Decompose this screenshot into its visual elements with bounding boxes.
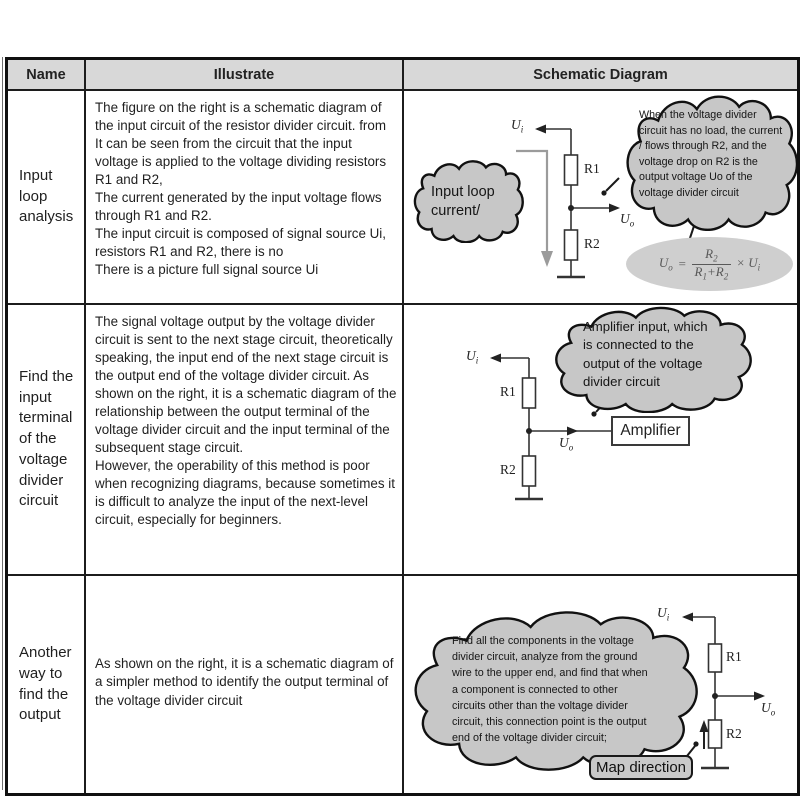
map-box-pointer (686, 741, 699, 757)
formula-lhs: Uo (658, 255, 673, 273)
row1-name: Input loop analysis (19, 166, 74, 226)
amplifier-label: Amplifier (620, 422, 681, 439)
voltage-divider-formula: Uo = R2 R1+R2 × Ui (626, 237, 793, 291)
resistor-r1 (707, 643, 723, 673)
ui-arrowhead (490, 353, 501, 363)
uo-label: Uo (559, 435, 574, 453)
uo-label: Uo (620, 211, 635, 229)
formula-numerator: R2 (705, 245, 718, 264)
row3-name: Another way to find the output (19, 644, 72, 724)
formula-denominator: R1+R2 (691, 263, 732, 282)
amplifier-note-cloud: Amplifier input, which is connected to t… (551, 305, 753, 413)
uo-arrowhead (567, 426, 578, 436)
ui-label: Ui (511, 117, 524, 135)
header-illustrate: Illustrate (86, 60, 404, 91)
row3-schematic-cell: Ui Uo R1 R2 Find all the components in t… (404, 576, 797, 793)
row2-name-cell: Find the input terminal of the voltage d… (8, 305, 86, 576)
find-components-note-cloud: Find all the components in the voltage d… (408, 608, 700, 771)
formula-times-ui: × Ui (736, 255, 761, 273)
uo-label: Uo (761, 700, 776, 718)
amplifier-box: Amplifier (611, 416, 690, 446)
resistor-r1 (521, 377, 537, 409)
input-loop-cloud-text: Input loop current/ (431, 184, 495, 219)
row1-name-cell: Input loop analysis (8, 91, 86, 305)
input-loop-circuit (516, 124, 696, 279)
header-schematic-label: Schematic Diagram (533, 66, 668, 83)
row3-name-cell: Another way to find the output (8, 576, 86, 793)
junction-dot (712, 693, 718, 699)
ui-arrowhead (535, 124, 546, 134)
formula-equals: = (677, 256, 687, 271)
resistor-r2 (707, 719, 723, 749)
gray-current-arrow (516, 149, 553, 267)
header-name: Name (8, 60, 86, 91)
cloud-pointer (601, 177, 620, 196)
uo-arrowhead (609, 203, 620, 213)
ui-label: Ui (657, 605, 670, 623)
r1-label: R1 (584, 161, 600, 176)
ui-label: Ui (466, 348, 479, 366)
find-components-note-text: Find all the components in the voltage d… (452, 635, 648, 745)
voltage-divider-table: Name Illustrate Schematic Diagram Input … (5, 57, 800, 796)
map-direction-box: Map direction (589, 755, 693, 780)
formula-fraction: R2 R1+R2 (691, 245, 732, 282)
r2-label: R2 (584, 236, 600, 251)
amplifier-connection-circuit (490, 353, 611, 501)
row3-illustrate-cell: As shown on the right, it is a schematic… (86, 576, 404, 793)
row1-schematic-cell: Ui Uo R1 R2 Input loop current/ When the… (404, 91, 797, 305)
junction-dot (526, 428, 532, 434)
row2-schematic-cell: Ui Uo R1 R2 Amplifier input, which is co… (404, 305, 797, 576)
resistor-r1 (563, 154, 579, 186)
page-edge-line (2, 57, 3, 790)
r2-label: R2 (500, 462, 516, 477)
row2-name: Find the input terminal of the voltage d… (19, 368, 74, 510)
cloud-shape (623, 93, 797, 231)
header-illustrate-label: Illustrate (213, 66, 275, 83)
resistor-r2 (563, 229, 579, 261)
r1-label: R1 (726, 649, 742, 664)
header-schematic: Schematic Diagram (404, 60, 797, 91)
input-loop-cloud: Input loop current/ (412, 159, 524, 243)
row1-illustrate-cell: The figure on the right is a schematic d… (86, 91, 404, 305)
no-load-note-cloud: When the voltage divider circuit has no … (623, 93, 797, 231)
row2-illustrate-cell: The signal voltage output by the voltage… (86, 305, 404, 576)
amplifier-note-text: Amplifier input, which is connected to t… (583, 319, 708, 390)
output-identification-circuit (682, 612, 765, 770)
no-load-note-text: When the voltage divider circuit has no … (639, 109, 783, 199)
junction-dot (568, 205, 574, 211)
cloud-shape (551, 305, 753, 413)
r1-label: R1 (500, 384, 516, 399)
resistor-r2 (521, 455, 537, 487)
r2-label: R2 (726, 726, 742, 741)
map-direction-arrow (699, 720, 709, 749)
ui-arrowhead (682, 612, 693, 622)
cloud-shape (408, 608, 700, 771)
header-name-label: Name (26, 66, 66, 83)
cloud-shape (412, 159, 524, 243)
map-direction-label: Map direction (595, 759, 687, 776)
uo-arrowhead (754, 691, 765, 701)
